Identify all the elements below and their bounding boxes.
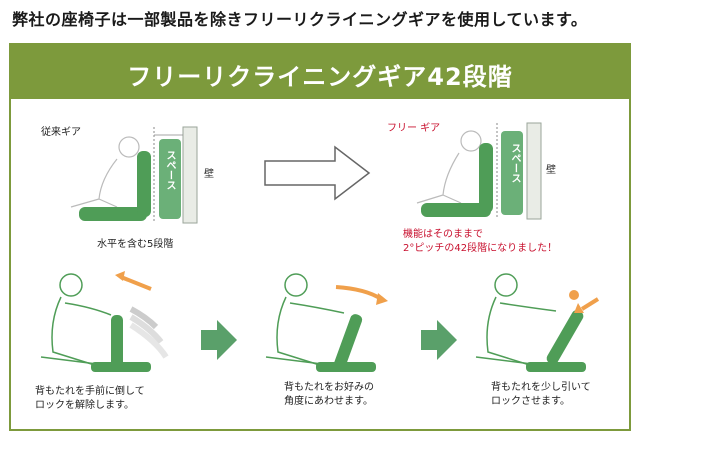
step1-illustration bbox=[40, 271, 169, 372]
free-gear-note-line1: 機能はそのままで bbox=[403, 229, 483, 240]
old-space-label: スペース bbox=[164, 150, 175, 190]
step3-illustration bbox=[475, 273, 600, 372]
step2-illustration bbox=[265, 273, 388, 372]
step1-line1: 背もたれを手前に倒して bbox=[35, 386, 145, 397]
free-wall-label: 壁 bbox=[546, 165, 556, 176]
recline-panel: フリーリクライニングギア42段階 従来ギア スペース 壁 水平を含む5段階 フリ… bbox=[9, 43, 631, 431]
step3-line2: ロックさせます。 bbox=[491, 396, 570, 407]
step2-line1: 背もたれをお好みの bbox=[284, 382, 374, 393]
step-arrow-1-icon bbox=[201, 320, 237, 360]
step3-line1: 背もたれを少し引いて bbox=[491, 382, 591, 393]
free-gear-label: フリー ギア bbox=[387, 123, 441, 134]
banner: フリーリクライニングギア42段階 bbox=[11, 45, 629, 99]
free-gear-diagram bbox=[416, 122, 542, 220]
step-arrow-2-icon bbox=[421, 320, 457, 360]
free-space-label: スペース bbox=[509, 143, 520, 183]
step1-line2: ロックを解除します。 bbox=[35, 400, 134, 411]
page-headline: 弊社の座椅子は一部製品を除きフリーリクライニングギアを使用しています。 bbox=[12, 10, 588, 29]
old-gear-caption: 水平を含む5段階 bbox=[97, 239, 174, 250]
compare-arrow-icon bbox=[264, 145, 371, 201]
free-gear-note-line2: 2°ピッチの42段階になりました！ bbox=[403, 243, 558, 254]
step2-line2: 角度にあわせます。 bbox=[284, 396, 373, 407]
old-wall-label: 壁 bbox=[204, 169, 214, 180]
banner-title: フリーリクライニングギア42段階 bbox=[127, 63, 513, 91]
old-gear-label: 従来ギア bbox=[41, 127, 81, 138]
old-gear-diagram bbox=[70, 126, 198, 224]
